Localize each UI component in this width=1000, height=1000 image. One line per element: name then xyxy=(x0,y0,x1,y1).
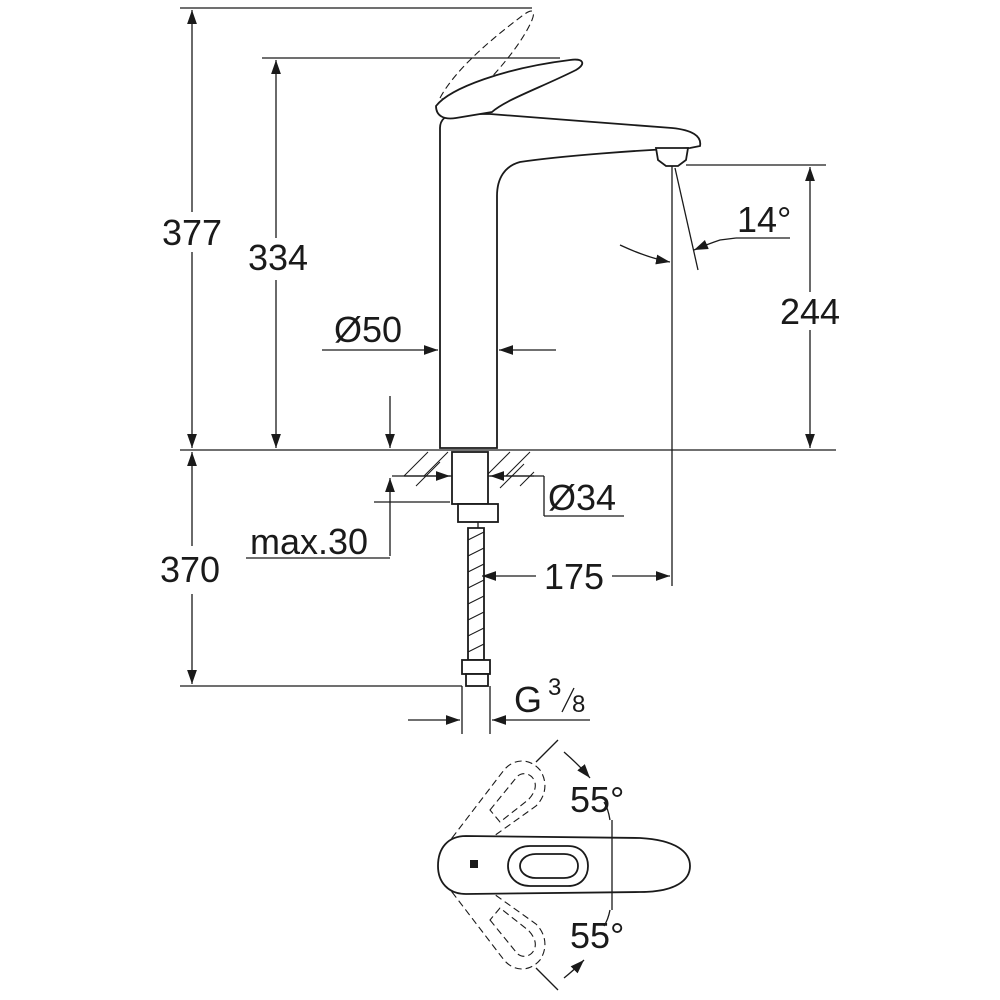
dim-total-height: 377 xyxy=(162,212,222,253)
dim-thread-numerator: 3 xyxy=(548,674,561,701)
aerator xyxy=(654,147,690,167)
dim-spout-reach: 175 xyxy=(544,556,604,597)
dim-thread-denominator: 8 xyxy=(572,691,585,718)
dim-max-deck-thickness: max.30 xyxy=(250,521,368,562)
dim-hole-diameter: Ø34 xyxy=(548,477,616,518)
mounting-nut xyxy=(457,503,499,523)
handle-indicator-icon xyxy=(470,860,478,868)
faucet-top-view xyxy=(437,739,691,991)
supply-hose xyxy=(467,527,485,661)
handle-ghost-up xyxy=(451,760,546,847)
dimension-lines xyxy=(180,7,826,725)
dim-spray-angle: 14° xyxy=(737,199,791,240)
faucet-body xyxy=(439,113,702,449)
dim-spout-top-height: 334 xyxy=(248,237,308,278)
handle-ghost-down xyxy=(451,883,546,970)
dim-hose-length: 370 xyxy=(160,549,220,590)
faucet-side-view xyxy=(180,10,836,734)
dim-connection-thread: G xyxy=(514,679,542,720)
mounting-shank xyxy=(451,451,489,505)
dimension-labels: 377 334 Ø50 14° 244 Ø34 max.30 370 175 G… xyxy=(150,199,850,956)
faucet-lever xyxy=(435,58,584,120)
hose-connector xyxy=(461,659,491,675)
dim-outlet-height: 244 xyxy=(780,291,840,332)
dim-handle-rotation-bottom: 55° xyxy=(570,915,624,956)
dim-handle-rotation-top: 55° xyxy=(570,779,624,820)
dim-body-diameter: Ø50 xyxy=(334,309,402,350)
lever-raised-ghost xyxy=(439,10,535,107)
